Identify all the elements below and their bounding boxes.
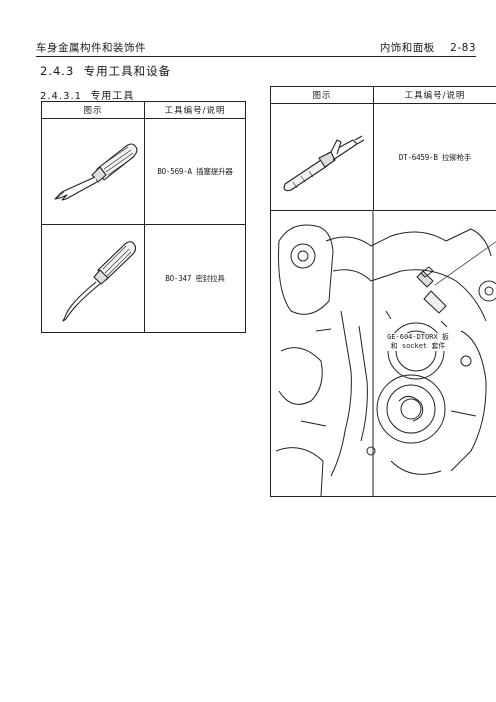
special-tools-table-left: 图示 工具编号/说明 BO-569-A 插塞提升器 — [41, 101, 246, 333]
section-title: 2.4.3 专用工具和设备 — [40, 64, 172, 78]
table-header-row: 图示 工具编号/说明 — [270, 86, 496, 104]
column-header-tool: 工具编号/说明 — [144, 101, 246, 119]
figure-cell: GE-604-DTORX 扳和 socket 套件 — [270, 210, 496, 497]
table-header-row: 图示 工具编号/说明 — [41, 101, 246, 119]
header-chapter-title: 车身金属构件和装饰件 — [36, 42, 146, 54]
table-row: GE-604-DTORX 扳和 socket 套件 — [270, 210, 496, 497]
subsection-title: 2.4.3.1 专用工具 — [40, 91, 135, 102]
seal-puller-tool-illustration — [62, 241, 137, 322]
figure-cell — [41, 118, 145, 225]
page-header: 车身金属构件和装饰件 内饰和面板 2-83 — [36, 40, 476, 57]
trim-pad-remover-tool-illustration — [54, 143, 138, 201]
tool-description: GE-604-DTORX 扳和 socket 套件 — [385, 333, 451, 351]
table-row: DT-6459-B 拉铆枪手 — [270, 103, 496, 211]
column-header-figure: 图示 — [270, 86, 374, 104]
table-row: BO-347 密封拉具 — [41, 224, 246, 333]
column-header-figure: 图示 — [41, 101, 145, 119]
tool-description: BO-347 密封拉具 — [144, 224, 246, 333]
column-header-tool: 工具编号/说明 — [373, 86, 496, 104]
engine-assembly-illustration — [275, 211, 496, 496]
special-tools-table-right: 图示 工具编号/说明 DT-6459-B 拉铆枪手 — [270, 86, 496, 497]
rivet-tool-illustration — [283, 135, 365, 192]
tool-description: DT-6459-B 拉铆枪手 — [373, 103, 496, 211]
header-section-page: 内饰和面板 2-83 — [379, 42, 476, 54]
tool-description: BO-569-A 插塞提升器 — [144, 118, 246, 225]
figure-cell — [270, 103, 374, 211]
figure-cell — [41, 224, 145, 333]
table-row: BO-569-A 插塞提升器 — [41, 118, 246, 225]
